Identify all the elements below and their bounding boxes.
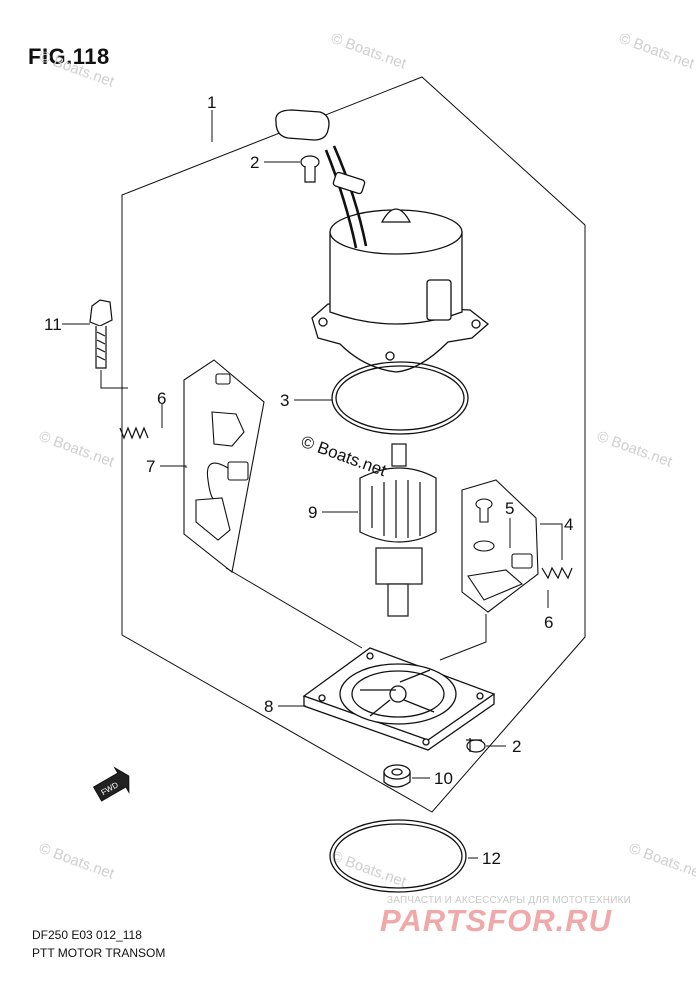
collar-10 xyxy=(383,764,411,788)
center-watermark: © Boats.net xyxy=(299,432,389,480)
spring-left xyxy=(119,426,149,440)
callout-8: 8 xyxy=(264,697,273,716)
watermark-5: © Boats.net xyxy=(595,428,675,471)
callouts: 1 2 11 3 6 7 9 5 4 6 8 2 10 12 xyxy=(44,93,573,868)
callout-10: 10 xyxy=(434,769,453,788)
assembly-frame xyxy=(121,76,586,813)
leader-lines xyxy=(62,110,563,859)
o-ring-3 xyxy=(331,361,469,435)
callout-9: 9 xyxy=(308,503,317,522)
callout-3: 3 xyxy=(280,391,289,410)
brush-holder-right xyxy=(461,479,539,613)
figure-title: FIG.118 xyxy=(28,44,110,69)
callout-6-right: 6 xyxy=(544,613,553,632)
screw-bottom xyxy=(466,738,486,753)
drawing-code: DF250 E03 012_118 xyxy=(32,928,142,942)
drawing-name: PTT MOTOR TRANSOM xyxy=(32,946,166,960)
callout-1: 1 xyxy=(207,93,216,112)
watermark-1: © Boats.net xyxy=(37,48,117,91)
screw-top xyxy=(300,155,320,183)
callout-2-top: 2 xyxy=(250,153,259,172)
o-ring-12 xyxy=(329,819,467,893)
callout-12: 12 xyxy=(482,849,501,868)
spring-right xyxy=(541,566,573,580)
end-cap-8 xyxy=(302,647,496,751)
callout-6-left: 6 xyxy=(157,389,166,408)
watermark-4: © Boats.net xyxy=(37,428,117,471)
watermark-3: © Boats.net xyxy=(617,30,696,73)
ad-tagline: ЗАПЧАСТИ И АКСЕССУАРЫ ДЛЯ МОТОТЕХНИКИ xyxy=(387,895,632,906)
watermark-8: © Boats.net xyxy=(627,840,696,883)
callout-4: 4 xyxy=(564,515,573,534)
callout-11: 11 xyxy=(44,315,62,334)
callout-5: 5 xyxy=(505,499,514,518)
motor-housing xyxy=(275,109,490,373)
watermark-2: © Boats.net xyxy=(329,30,409,73)
brush-holder-left xyxy=(183,359,265,573)
callout-2-bottom: 2 xyxy=(512,737,521,756)
fwd-arrow: FWD xyxy=(92,766,130,802)
callout-7: 7 xyxy=(146,457,155,476)
bolt-11 xyxy=(89,299,128,389)
armature-9 xyxy=(359,443,437,617)
ad-logo: PARTSFOR.RU xyxy=(380,903,613,938)
watermark-6: © Boats.net xyxy=(37,840,117,883)
